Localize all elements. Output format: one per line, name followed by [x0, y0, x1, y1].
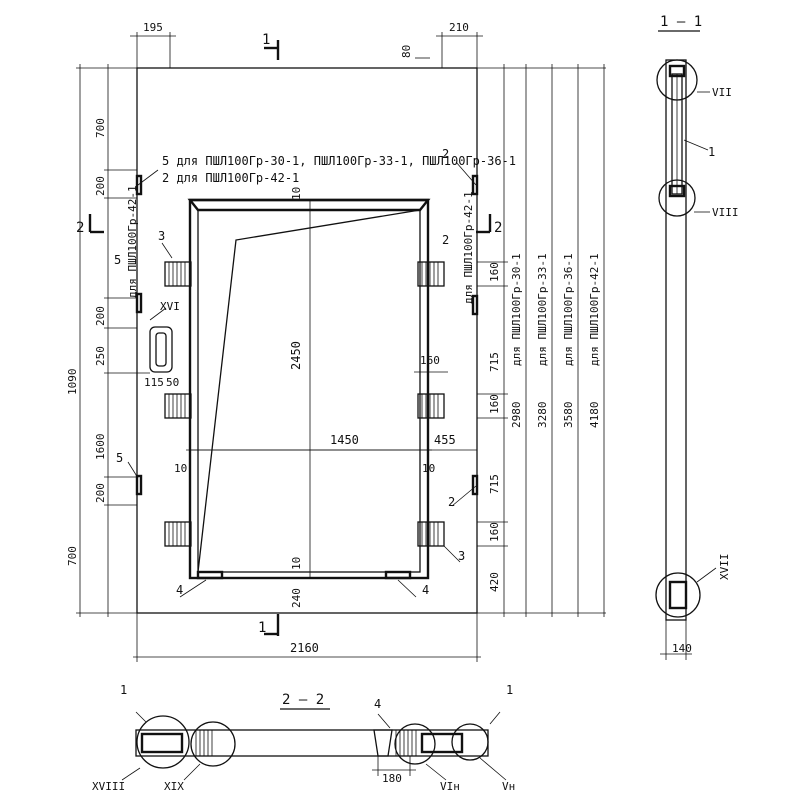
view-1-1-vii: VII — [712, 86, 732, 99]
section-1-bottom: 1 — [258, 620, 266, 636]
dim-opening-height: 2450 — [289, 341, 303, 370]
view-1-1-item: 1 — [708, 145, 715, 159]
section-2-left: 2 — [76, 220, 84, 236]
dim-hole-50: 50 — [166, 376, 179, 389]
view-2-2-dim: 180 — [382, 772, 402, 785]
view-2-2-vn: Vн — [502, 780, 515, 793]
height-col-4-label: для ПШЛ100Гр-42-1 — [588, 253, 601, 366]
view-2-2-item-left: 1 — [120, 683, 127, 697]
callout-2b: 2 — [442, 233, 449, 247]
leaders — [127, 161, 477, 598]
view-2-2-item-right: 1 — [506, 683, 513, 697]
dim-left-1090: 1090 — [66, 369, 79, 396]
callout-3a: 3 — [158, 229, 165, 243]
dim-left-200a: 200 — [94, 176, 107, 196]
callout-4a: 4 — [176, 583, 183, 597]
dim-opening-width: 1450 — [330, 433, 359, 447]
section-2-right: 2 — [494, 220, 502, 236]
dim-side-gap-left: 10 — [174, 462, 187, 475]
anchor-right-1 — [417, 261, 445, 287]
edge-plates — [135, 174, 479, 496]
view-1-1-title: 1 – 1 — [660, 14, 702, 30]
main-panel — [136, 67, 478, 614]
dim-right-715a: 715 — [488, 352, 501, 372]
view-2-2-title: 2 – 2 — [282, 692, 324, 708]
anchor-left-3 — [164, 521, 192, 547]
dim-hole-115: 115 — [144, 376, 164, 389]
view-1-1: 1 – 1 VII VIII 1 XVII 140 — [655, 14, 739, 660]
note-right-vertical: для ПШЛ100Гр-42-1 — [462, 191, 475, 304]
dim-bottom-gap: 10 — [290, 557, 303, 570]
view-2-2-xix: XIX — [164, 780, 184, 793]
dim-left-1600: 1600 — [94, 434, 107, 461]
dim-right-420: 420 — [488, 572, 501, 592]
height-col-1-label: для ПШЛ100Гр-30-1 — [510, 253, 523, 366]
view-1-1-thickness: 140 — [672, 642, 692, 655]
height-col-3: 3580 — [562, 402, 575, 429]
dim-bottom: 240 — [290, 588, 303, 608]
dim-left-200b: 200 — [94, 306, 107, 326]
dim-overall-width: 2160 — [290, 641, 319, 655]
height-col-3-label: для ПШЛ100Гр-36-1 — [562, 253, 575, 366]
anchor-right-3 — [417, 521, 445, 547]
dim-right-160c: 160 — [488, 522, 501, 542]
dim-top-gap: 80 — [400, 45, 413, 58]
callout-4b: 4 — [422, 583, 429, 597]
anchor-right-2 — [417, 393, 445, 419]
section-markers — [88, 40, 492, 636]
main-text: 195 210 80 1 1 2 2 700 200 200 250 1090 … — [66, 21, 601, 655]
callout-2a: 2 — [442, 147, 449, 161]
note-line-1: 5 для ПШЛ100Гр-30-1, ПШЛ100Гр-33-1, ПШЛ1… — [162, 154, 516, 168]
note-left-vertical: для ПШЛ100Гр-42-1 — [126, 185, 139, 298]
height-col-1: 2980 — [510, 402, 523, 429]
dim-left-200c: 200 — [94, 483, 107, 503]
callout-5b: 5 — [116, 451, 123, 465]
anchor-left-1 — [164, 261, 192, 287]
callout-3b: 3 — [458, 549, 465, 563]
anchors — [164, 261, 445, 547]
dim-top-right: 210 — [449, 21, 469, 34]
view-2-2-xviii: XVIII — [92, 780, 125, 793]
dim-right-offset: 455 — [434, 433, 456, 447]
lifting-hole — [149, 326, 173, 373]
view-1-1-viii: VIII — [712, 206, 739, 219]
view-2-2: 2 – 2 1 1 4 XVIII XIX VIн Vн 180 — [92, 683, 515, 793]
dim-left-700a: 700 — [94, 118, 107, 138]
dim-left-250: 250 — [94, 346, 107, 366]
dim-left-700b: 700 — [66, 546, 79, 566]
callout-2c: 2 — [448, 495, 455, 509]
height-col-4: 4180 — [588, 402, 601, 429]
height-col-2: 3280 — [536, 402, 549, 429]
dim-side-gap-right: 10 — [422, 462, 435, 475]
anchor-left-2 — [164, 393, 192, 419]
callout-5a: 5 — [114, 253, 121, 267]
view-1-1-xvii: XVII — [718, 554, 731, 581]
dim-anchor-160: 160 — [420, 354, 440, 367]
section-1-top: 1 — [262, 32, 270, 48]
callout-xvi: XVI — [160, 300, 180, 313]
dim-top-left: 195 — [143, 21, 163, 34]
dim-right-160a: 160 — [488, 262, 501, 282]
dimension-lines — [76, 32, 606, 662]
view-2-2-vin: VIн — [440, 780, 460, 793]
dim-right-715b: 715 — [488, 474, 501, 494]
height-col-2-label: для ПШЛ100Гр-33-1 — [536, 253, 549, 366]
note-line-2: 2 для ПШЛ100Гр-42-1 — [162, 171, 299, 185]
dim-top-gap-opening: 10 — [290, 187, 303, 200]
view-2-2-item-4: 4 — [374, 697, 381, 711]
dim-right-160b: 160 — [488, 394, 501, 414]
